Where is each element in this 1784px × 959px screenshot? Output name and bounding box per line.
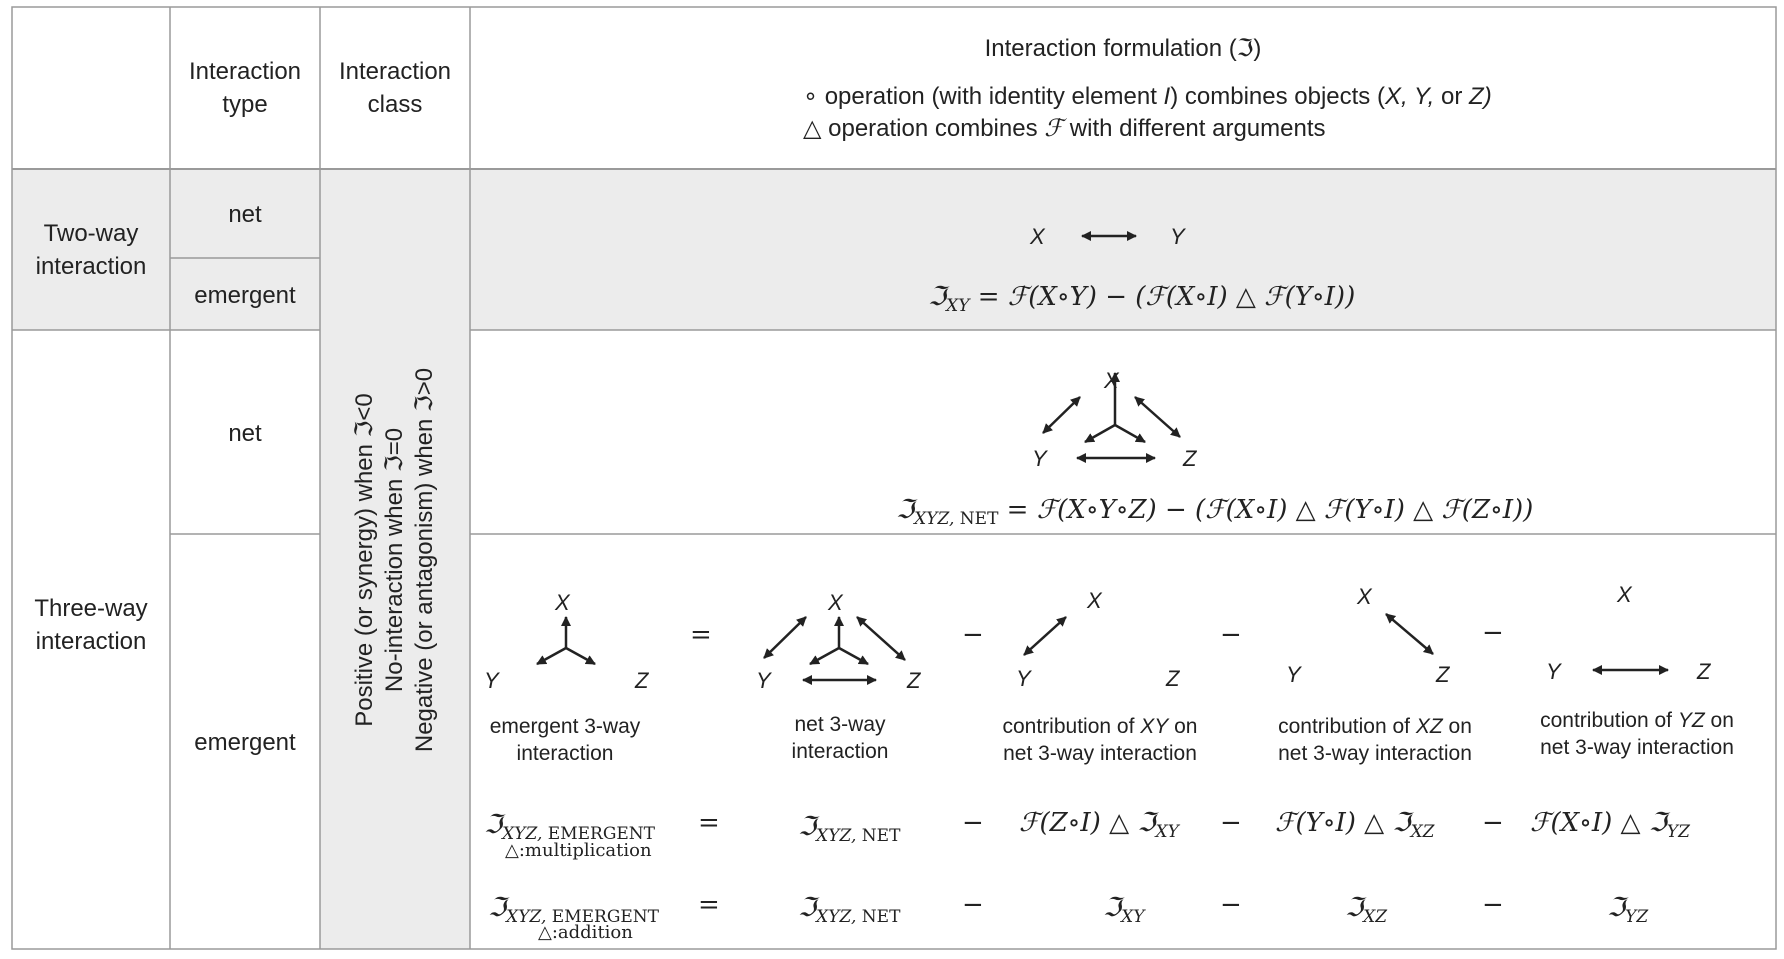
xz-x-label: X bbox=[1357, 584, 1372, 609]
two-way-net-label: net bbox=[228, 201, 262, 228]
yz-x-label: X bbox=[1617, 582, 1632, 607]
xy-y-label: Y bbox=[1016, 666, 1031, 691]
mult-row-minus-2: − bbox=[1220, 808, 1242, 838]
diagram-equals: = bbox=[690, 620, 712, 650]
add-row-term-yz: ℑYZ bbox=[1607, 893, 1649, 927]
caption-yz: contribution of YZ on net 3-way interact… bbox=[1540, 709, 1734, 759]
three-way-net-label: net bbox=[228, 420, 262, 447]
three-way-emergent-label: emergent bbox=[194, 729, 296, 756]
add-row-term-xz: ℑXZ bbox=[1345, 893, 1388, 927]
two-way-formula: ℑXY = ℱ(X∘Y) − (ℱ(X∘I) △ ℱ(Y∘I)) bbox=[928, 282, 1356, 316]
emergent-y-label: Y bbox=[484, 668, 499, 693]
net-diagram-z-label: Z bbox=[907, 668, 921, 693]
emergent-z-label: Z bbox=[635, 668, 649, 693]
mult-row-lhs: ℑXYZ, EMERGENT bbox=[484, 810, 656, 844]
xy-x-label: X bbox=[1087, 588, 1102, 613]
mult-row-equals: = bbox=[698, 808, 720, 838]
mult-row-note: △:multiplication bbox=[505, 840, 652, 861]
yz-z-label: Z bbox=[1697, 659, 1711, 684]
net-diagram-y-label: Y bbox=[756, 668, 771, 693]
add-row-term-xy: ℑXY bbox=[1103, 893, 1145, 927]
net-y-label: Y bbox=[1032, 446, 1047, 471]
header-triangle-operation-note: △ operation combines ℱ with different ar… bbox=[803, 114, 1326, 142]
header-interaction-class: Interaction class bbox=[338, 58, 452, 118]
caption-xz: contribution of XZ on net 3-way interact… bbox=[1278, 715, 1472, 765]
diagram-minus-2: − bbox=[1220, 620, 1242, 650]
mult-row-minus-3: − bbox=[1482, 808, 1504, 838]
header-interaction-type: Interaction type bbox=[188, 58, 302, 118]
add-row-minus-3: − bbox=[1482, 890, 1504, 920]
two-way-row-background bbox=[12, 169, 1776, 330]
add-row-equals: = bbox=[698, 890, 720, 920]
three-way-net-formula: ℑXYZ, NET = ℱ(X∘Y∘Z) − (ℱ(X∘I) △ ℱ(Y∘I) … bbox=[896, 495, 1534, 529]
xz-z-label: Z bbox=[1436, 662, 1450, 687]
emergent-x-label: X bbox=[555, 590, 570, 615]
mult-row-term-xz: ℱ(Y∘I) △ ℑXZ bbox=[1275, 808, 1435, 842]
two-way-x-label: X bbox=[1030, 224, 1045, 249]
row-two-way-interaction: Two-way interaction bbox=[35, 220, 147, 280]
two-way-emergent-label: emergent bbox=[194, 282, 296, 309]
mult-row-minus-1: − bbox=[962, 808, 984, 838]
net-z-label: Z bbox=[1183, 446, 1197, 471]
interaction-class-background bbox=[320, 169, 470, 949]
diagram-minus-1: − bbox=[962, 620, 984, 650]
diagram-minus-3: − bbox=[1482, 618, 1504, 648]
caption-xy: contribution of XY on net 3-way interact… bbox=[1002, 715, 1198, 765]
add-row-minus-2: − bbox=[1220, 890, 1242, 920]
add-row-note: △:addition bbox=[538, 922, 633, 943]
add-row-net-term: ℑXYZ, NET bbox=[798, 893, 901, 927]
net-diagram-x-label: X bbox=[828, 590, 843, 615]
xz-y-label: Y bbox=[1286, 662, 1301, 687]
add-row-minus-1: − bbox=[962, 890, 984, 920]
mult-row-term-yz: ℱ(X∘I) △ ℑYZ bbox=[1530, 808, 1690, 842]
add-row-lhs: ℑXYZ, EMERGENT bbox=[488, 893, 660, 927]
mult-row-term-xy: ℱ(Z∘I) △ ℑXY bbox=[1019, 808, 1179, 842]
row-three-way-interaction: Three-way interaction bbox=[34, 595, 148, 655]
header-formulation-title: Interaction formulation (ℑ) bbox=[984, 35, 1262, 62]
xy-z-label: Z bbox=[1166, 666, 1180, 691]
two-way-y-label: Y bbox=[1170, 224, 1185, 249]
header-circle-operation-note: ∘ operation (with identity element I) co… bbox=[803, 83, 1492, 110]
mult-row-net-term: ℑXYZ, NET bbox=[798, 812, 901, 846]
yz-y-label: Y bbox=[1546, 659, 1561, 684]
